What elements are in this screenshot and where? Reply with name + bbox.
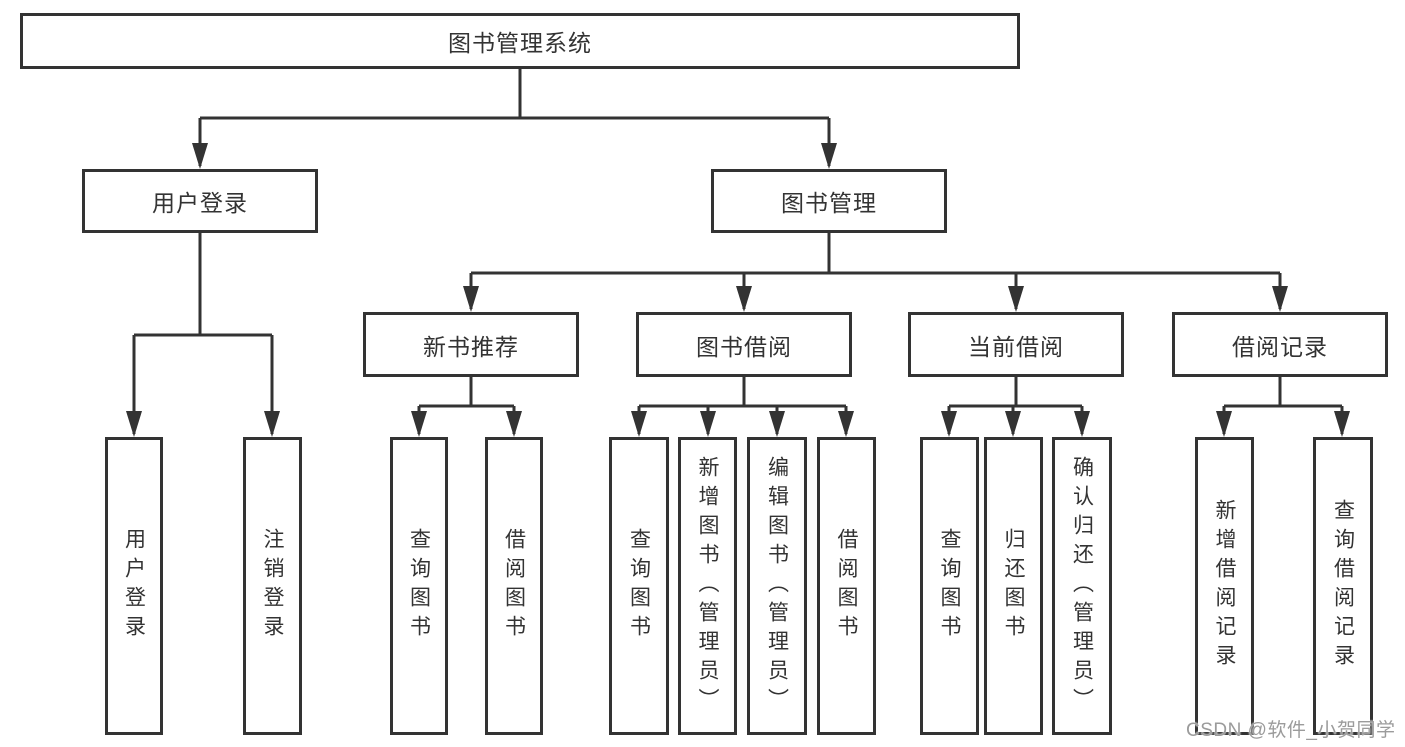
node-book-borrowing: 图书借阅 [636,312,852,377]
leaf-query-books-recommend: 查询图书 [390,437,448,735]
leaf-logout: 注销登录 [243,437,302,735]
node-new-book-recommendation: 新书推荐 [363,312,579,377]
leaf-edit-book-admin: 编辑图书（管理员） [747,437,807,735]
leaf-query-borrow-record: 查询借阅记录 [1313,437,1373,735]
node-library-system: 图书管理系统 [20,13,1020,69]
leaf-borrow-books-recommend: 借阅图书 [485,437,543,735]
leaf-query-books-borrowing: 查询图书 [609,437,669,735]
leaf-add-borrow-record: 新增借阅记录 [1195,437,1254,735]
leaf-add-book-admin: 新增图书（管理员） [678,437,737,735]
node-borrowing-records: 借阅记录 [1172,312,1388,377]
leaf-borrow-books: 借阅图书 [817,437,876,735]
node-current-borrowing: 当前借阅 [908,312,1124,377]
node-book-management: 图书管理 [711,169,947,233]
leaf-query-books-current: 查询图书 [920,437,979,735]
node-user-login: 用户登录 [82,169,318,233]
leaf-return-books: 归还图书 [984,437,1043,735]
csdn-watermark: CSDN @软件_小贺同学 [1186,720,1396,741]
leaf-confirm-return-admin: 确认归还（管理员） [1052,437,1112,735]
leaf-user-login: 用户登录 [105,437,163,735]
